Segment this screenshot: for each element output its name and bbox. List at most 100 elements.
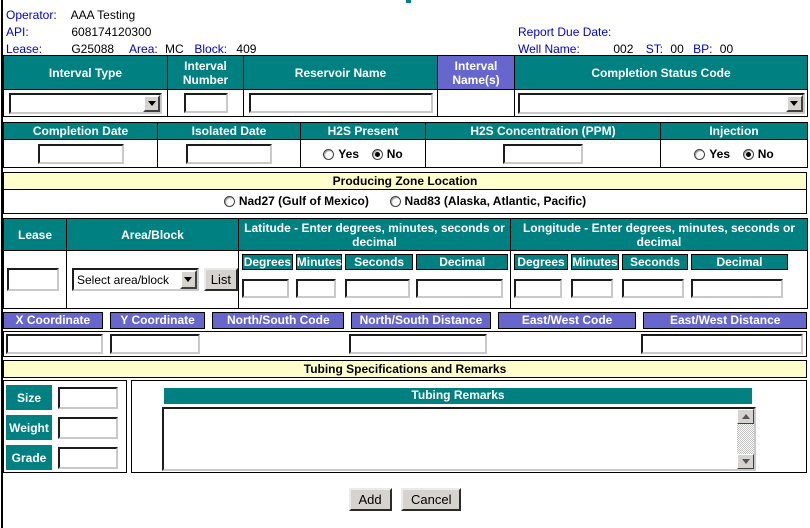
tubing-section-title: Tubing Specifications and Remarks	[3, 360, 807, 378]
bp-value: 00	[719, 42, 734, 56]
size-input[interactable]	[58, 386, 118, 409]
lease-label: Lease:	[6, 42, 43, 56]
operator-label: Operator:	[6, 8, 57, 22]
list-button[interactable]: List	[203, 268, 238, 291]
east-west-distance-input[interactable]	[641, 334, 803, 354]
cancel-button[interactable]: Cancel	[401, 488, 462, 511]
coordinate-section: X Coordinate Y Coordinate North/South Co…	[3, 312, 807, 357]
dropdown-arrow-icon[interactable]	[179, 270, 197, 289]
north-south-code-header: North/South Code	[212, 312, 345, 329]
h2s-no-label: No	[386, 146, 403, 161]
longitude-decimal-input[interactable]	[691, 279, 783, 298]
tubing-remarks-header: Tubing Remarks	[164, 388, 752, 404]
latitude-fields: Degrees Minutes Seconds Decimal	[239, 251, 510, 298]
producing-zone-section: Producing Zone Location Nad27 (Gulf of M…	[3, 172, 807, 214]
add-button[interactable]: Add	[348, 488, 392, 511]
longitude-seconds-header: Seconds	[622, 254, 688, 270]
injection-no-radio[interactable]	[742, 148, 754, 160]
completion-status-code-header: Completion Status Code	[514, 55, 808, 90]
reservoir-name-input[interactable]	[249, 93, 433, 113]
latitude-degrees-header: Degrees	[242, 254, 293, 270]
h2s-no-radio[interactable]	[371, 148, 383, 160]
well-name-value: 002	[613, 42, 634, 56]
interval-names-cell	[437, 89, 515, 117]
latitude-seconds-input[interactable]	[344, 279, 410, 298]
nad27-label: Nad27 (Gulf of Mexico)	[238, 194, 369, 208]
weight-input[interactable]	[58, 416, 118, 439]
bp-label: BP:	[693, 42, 713, 56]
east-west-distance-header: East/West Distance	[643, 312, 807, 329]
interval-number-input[interactable]	[183, 93, 228, 113]
completion-date-input[interactable]	[37, 143, 124, 164]
lease-input[interactable]	[7, 268, 59, 291]
dropdown-arrow-icon[interactable]	[143, 94, 160, 112]
completion-status-code-select[interactable]	[517, 92, 805, 114]
api-row: API: 608174120300 Report Due Date:	[6, 24, 807, 41]
dropdown-arrow-icon[interactable]	[785, 94, 803, 112]
st-label: ST:	[645, 42, 664, 56]
lease-header: Lease	[3, 218, 67, 251]
api-value: 608174120300	[71, 25, 152, 39]
block-value: 409	[236, 42, 257, 56]
well-name-label: Well Name:	[518, 42, 580, 56]
isolated-date-input[interactable]	[186, 143, 272, 164]
injection-yes-radio[interactable]	[694, 148, 706, 160]
cut-off-title-remnant	[406, 0, 411, 3]
longitude-degrees-input[interactable]	[514, 279, 562, 298]
coordinate-inputs-row	[3, 331, 807, 357]
interval-type-select[interactable]	[9, 92, 162, 114]
tubing-remarks-text[interactable]	[164, 409, 737, 469]
longitude-seconds-input[interactable]	[622, 279, 684, 298]
form-actions: Add Cancel	[3, 488, 807, 511]
area-block-select-value: Select area/block	[77, 272, 170, 287]
api-label: API:	[6, 25, 29, 39]
operator-row: Operator: AAA Testing	[6, 7, 807, 24]
latitude-minutes-input[interactable]	[295, 279, 336, 298]
area-block-header: Area/Block	[66, 218, 239, 251]
scroll-up-icon[interactable]	[737, 409, 754, 424]
north-south-distance-input[interactable]	[349, 334, 487, 354]
injection-no-label: No	[757, 146, 774, 161]
latitude-seconds-header: Seconds	[344, 254, 414, 270]
area-label: Area:	[129, 42, 158, 56]
latitude-degrees-input[interactable]	[242, 279, 289, 298]
nad83-radio[interactable]	[389, 196, 401, 207]
grade-input[interactable]	[58, 446, 118, 469]
y-coordinate-input[interactable]	[110, 334, 200, 354]
grade-label: Grade	[6, 445, 52, 470]
completion-date-header: Completion Date	[3, 122, 158, 140]
nad83-label: Nad83 (Alaska, Atlantic, Pacific)	[404, 194, 587, 208]
tubing-section: Tubing Specifications and Remarks Size W…	[3, 360, 807, 473]
area-block-select[interactable]: Select area/block	[72, 268, 199, 291]
longitude-decimal-header: Decimal	[691, 254, 788, 270]
latitude-minutes-header: Minutes	[295, 254, 343, 270]
x-coordinate-input[interactable]	[6, 334, 103, 354]
interval-table: Interval Type Interval Number Reservoir …	[3, 55, 808, 117]
tubing-remarks-textarea[interactable]	[162, 407, 756, 471]
y-coordinate-header: Y Coordinate	[109, 312, 206, 329]
north-south-distance-header: North/South Distance	[351, 312, 491, 329]
interval-type-header: Interval Type	[3, 55, 168, 90]
textarea-scrollbar[interactable]	[737, 409, 754, 469]
interval-names-header: Interval Name(s)	[437, 55, 515, 90]
injection-yes-label: Yes	[709, 146, 730, 161]
area-value: MC	[165, 42, 184, 56]
operator-value: AAA Testing	[70, 8, 136, 22]
page-left-border	[1, 0, 3, 528]
nad27-radio[interactable]	[223, 196, 235, 207]
scroll-down-icon[interactable]	[737, 454, 754, 469]
st-value: 00	[670, 42, 684, 56]
tubing-specs-box: Size Weight Grade	[3, 380, 127, 473]
longitude-minutes-input[interactable]	[571, 279, 613, 298]
injection-header: Injection	[660, 122, 808, 140]
longitude-fields: Degrees Minutes Seconds Decimal	[511, 251, 807, 298]
producing-zone-title: Producing Zone Location	[3, 172, 807, 190]
h2s-yes-radio[interactable]	[323, 148, 335, 160]
h2s-concentration-input[interactable]	[503, 143, 583, 164]
reservoir-name-header: Reservoir Name	[243, 55, 438, 90]
size-label: Size	[6, 385, 52, 410]
well-completion-form: Operator: AAA Testing API: 608174120300 …	[3, 0, 808, 511]
lease-row: Lease: G25088 Area: MC Block: 409 Well N…	[6, 41, 807, 58]
latitude-decimal-input[interactable]	[416, 279, 504, 298]
longitude-degrees-header: Degrees	[514, 254, 568, 270]
